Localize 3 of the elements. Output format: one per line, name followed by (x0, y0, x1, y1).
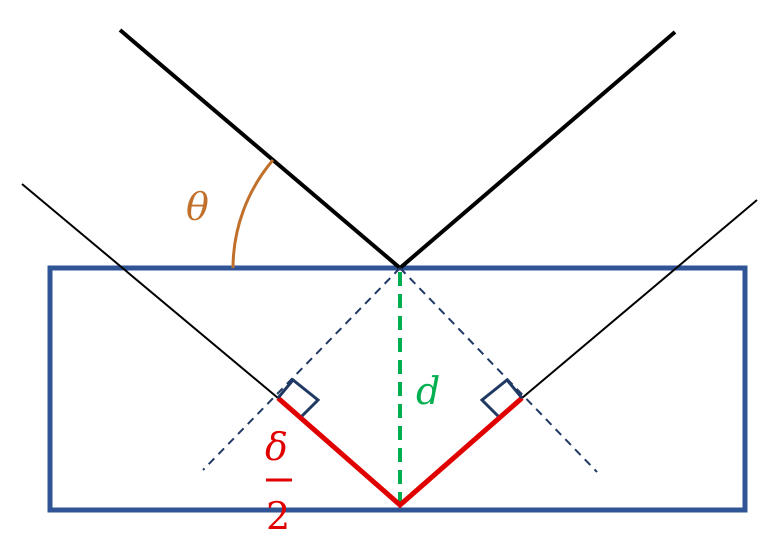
thickness-label: d (416, 372, 440, 410)
delta-label: δ (265, 428, 288, 466)
angle-label: θ (186, 188, 209, 226)
